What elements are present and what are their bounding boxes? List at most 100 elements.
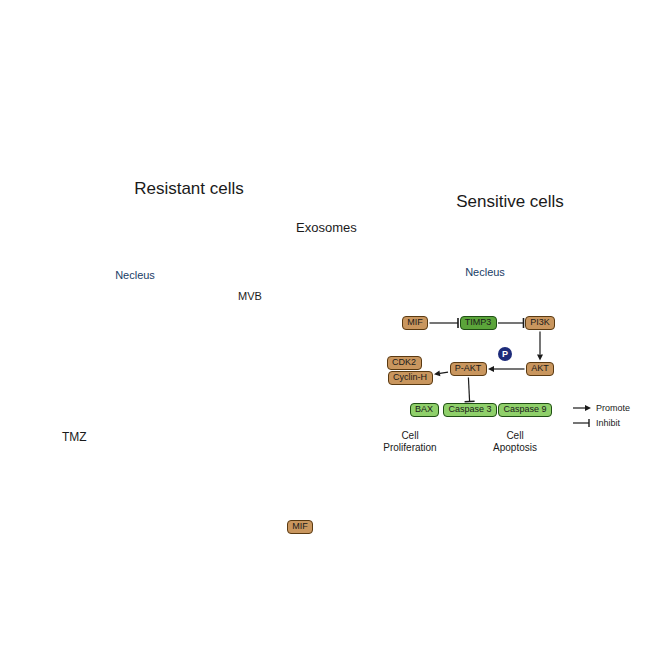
mvb-circle-shape [229,307,271,349]
cell-outline [30,210,348,542]
exosome [296,246,305,255]
exosome-zoom [228,493,292,557]
activation-connector [488,366,525,372]
cargo [343,249,345,251]
mvb-heading: MVB [168,290,332,302]
exosome [255,330,263,338]
cargo [393,279,395,281]
er-arc [514,252,526,301]
sample-bar [588,419,589,427]
cargo [310,316,312,318]
vesicle-path [156,319,214,335]
arrow-head [488,366,494,372]
exosome [354,346,363,355]
cargo [404,242,406,244]
zoom-line [236,353,355,502]
dotted-arrow [215,327,225,328]
nucleus: Necleus [458,245,512,299]
er-arc [509,255,519,296]
cargo [246,334,248,336]
exosome [252,317,260,325]
legend: PromoteInhibit [572,400,630,430]
dotted-arrow-heads [172,324,228,329]
protein-box: Caspase 9 [498,403,552,417]
protein-box: BAX [410,403,439,417]
text-label: Cell Apoptosis [485,430,545,453]
cargo [390,300,392,302]
cargo [256,321,258,323]
node-text: Cyclin-H [393,373,427,383]
arrow-head [434,370,440,376]
mif-protein [257,502,267,510]
inhibit-connector [430,318,459,328]
protein-box: Caspase 3 [443,403,497,417]
cargo [358,318,360,320]
cargo [359,350,361,352]
protein-box: PI3K [525,316,555,330]
text-label: Exosomes [296,221,386,236]
connector-line [494,368,525,369]
protein-box: CDK2 [387,356,422,370]
dotted-arrow [165,326,173,327]
cargo [301,250,303,252]
inhibit-bar [523,318,525,328]
cargo [323,292,325,294]
mvb-outline [228,306,272,350]
protein-box: MIF [402,316,428,330]
rna-strand [264,547,276,550]
cargo [298,287,300,289]
node-text: P [502,349,508,359]
exosome [382,246,391,255]
connector-line [430,322,459,323]
cargo [361,320,363,322]
exosome [308,314,317,323]
node-text: Resistant cells [134,179,244,198]
arrow-head [397,421,403,427]
cargo [407,244,409,246]
cargo [257,333,259,335]
mif-protein [241,508,251,515]
cargo [362,260,364,262]
node-text: MVB [238,290,262,302]
vesicle [198,319,214,335]
inhibit-bar [457,318,459,328]
cargo [368,290,370,292]
exosome [338,245,347,254]
arrow-head [224,325,228,329]
uptake-arrow [402,302,411,313]
exosome [332,306,341,315]
legend-text: Promote [596,403,630,413]
connector-line [468,377,469,401]
cargo [387,250,389,252]
exosome [237,318,245,326]
caspase-band [407,401,553,419]
rna-strand [270,509,282,512]
arrow-head [537,355,543,361]
cargo [313,318,315,320]
er-arc [161,237,181,304]
mif-protein [267,533,277,543]
connector-line [539,332,540,355]
rna-strand [254,499,266,502]
zoom-lines [236,353,358,510]
text-label: TMZ [62,431,102,445]
protein-box: MIF [287,520,313,534]
node-text: AKT [531,364,549,374]
mif-protein [253,537,263,544]
exosome [394,293,403,302]
exosome [388,275,397,284]
cargo [259,334,261,336]
inhibit-bar [507,426,517,427]
exosome [293,283,302,292]
node-text: MIF [407,318,423,328]
exosome [378,304,387,313]
exosome [402,240,411,249]
cargo [393,302,395,304]
phospho-dot: P [498,347,512,361]
node-text: TIMP3 [465,318,492,328]
inhibit-bar [465,400,475,402]
er-arc [171,224,198,315]
cargo [384,248,386,250]
